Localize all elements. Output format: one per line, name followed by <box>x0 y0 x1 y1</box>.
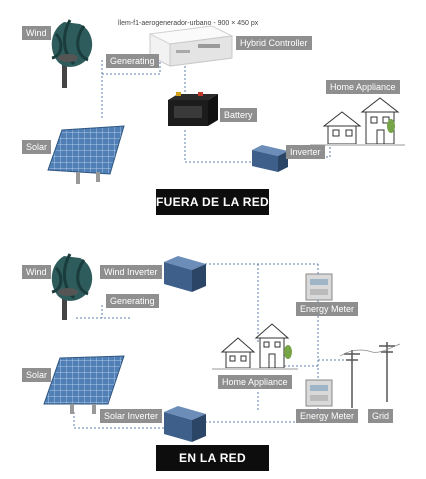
label-wind: Wind <box>22 265 51 279</box>
house-icon <box>212 323 298 370</box>
energy-meter-icon <box>305 273 333 301</box>
solar-panel-icon <box>47 125 125 184</box>
label-solar: Solar <box>22 140 52 154</box>
image-caption: llem-f1-aerogenerador-urbano - 900 × 450… <box>118 20 259 27</box>
hybrid-controller-icon <box>148 25 234 67</box>
label-solar-inverter: Solar Inverter <box>100 409 163 423</box>
label-generating: Generating <box>106 294 159 308</box>
energy-meter-icon <box>305 379 333 407</box>
label-wind: Wind <box>22 26 51 40</box>
label-inverter: Inverter <box>286 145 325 159</box>
inverter-icon <box>164 406 206 442</box>
tree-icon <box>284 345 292 359</box>
label-solar: Solar <box>22 368 52 382</box>
wind-turbine-icon <box>51 19 93 88</box>
power-pole-icon <box>339 342 401 408</box>
label-energy-meter-bottom: Energy Meter <box>296 409 359 423</box>
off-grid-connectors <box>101 58 331 163</box>
label-battery: Battery <box>220 108 257 122</box>
label-wind-inverter: Wind Inverter <box>100 265 162 279</box>
off-grid-title: FUERA DE LA RED <box>156 189 269 215</box>
label-hybrid-controller: Hybrid Controller <box>236 36 312 50</box>
label-grid: Grid <box>368 409 394 423</box>
label-home-appliance: Home Appliance <box>326 80 400 94</box>
solar-panel-icon <box>43 355 125 414</box>
inverter-icon <box>164 256 206 292</box>
battery-icon <box>168 92 218 126</box>
inverter-icon <box>252 145 288 172</box>
label-energy-meter-top: Energy Meter <box>296 302 359 316</box>
tree-icon <box>387 119 395 133</box>
label-home-appliance: Home Appliance <box>218 375 292 389</box>
on-grid-title: EN LA RED <box>156 445 269 471</box>
label-generating: Generating <box>106 54 159 68</box>
wind-turbine-icon <box>51 253 93 320</box>
